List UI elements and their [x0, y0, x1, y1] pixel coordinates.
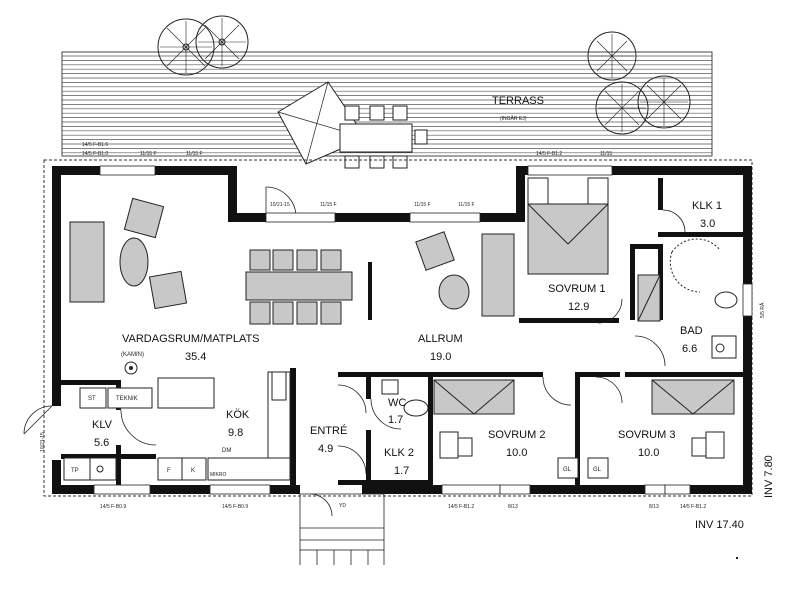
- exterior-walls: [52, 166, 752, 494]
- room-allrum-label: ALLRUM: [418, 333, 463, 345]
- window-label: 11/15 F: [186, 151, 203, 157]
- tree-icon: [157, 15, 249, 76]
- window-label: 14/5 F-B1.2: [448, 504, 474, 510]
- bed-sovrum3: [587, 379, 735, 479]
- terrace-note: (INGÅR EJ): [500, 115, 527, 122]
- room-sovrum1-area: 12.9: [568, 301, 589, 313]
- room-entre-area: 4.9: [318, 443, 333, 455]
- bed-sovrum2: [433, 379, 579, 479]
- window-label: 14/5 F-B0.9: [222, 504, 248, 510]
- room-bad-label: BAD: [680, 325, 703, 337]
- window-label: 14/5 F-B1.0: [82, 151, 108, 157]
- kitchen-units: [63, 371, 291, 481]
- st-label: ST: [88, 396, 96, 402]
- entry-steps: [299, 493, 385, 565]
- room-wc-label: WC: [388, 397, 406, 409]
- window-label: 11/15 F: [458, 202, 475, 208]
- tree-icon: [587, 31, 691, 135]
- dining-table: [245, 249, 372, 325]
- gl-label-sovrum2: GL: [563, 467, 572, 473]
- dimension-width: INV 17.40: [695, 519, 744, 531]
- room-vardagsrum-area: 35.4: [185, 351, 206, 363]
- room-klv-area: 5.6: [94, 437, 109, 449]
- window-label: 14/5 F-B0.9: [100, 504, 126, 510]
- room-kok-area: 9.8: [228, 427, 243, 439]
- door-label: 10/21-15: [40, 432, 46, 452]
- yd-label: YD: [339, 503, 346, 509]
- room-kok-label: KÖK: [226, 409, 250, 421]
- room-labels: VARDAGSRUM/MATPLATS 35.4 (KAMIN) ALLRUM …: [92, 200, 722, 477]
- window-label: 11/15 F: [320, 202, 337, 208]
- dimension-depth: INV 7.80: [763, 455, 775, 498]
- tp-label: TP: [71, 468, 79, 474]
- window-label: 8/13: [649, 504, 659, 510]
- room-entre-label: ENTRÉ: [310, 424, 347, 437]
- fridge-label: F: [167, 468, 171, 474]
- door-swings: [23, 186, 686, 517]
- door-label: 10/21-15: [270, 202, 290, 208]
- windows: [93, 165, 753, 495]
- room-allrum-area: 19.0: [430, 351, 451, 363]
- room-wc-area: 1.7: [388, 414, 403, 426]
- room-vardagsrum-label: VARDAGSRUM/MATPLATS: [122, 333, 260, 345]
- window-label: 14/5 F-B1.2: [680, 504, 706, 510]
- dot-mark: [736, 557, 738, 559]
- room-klk2-area: 1.7: [394, 465, 409, 477]
- room-klk1-label: KLK 1: [692, 200, 722, 212]
- terrace-dining-set: [339, 105, 428, 169]
- window-label: 11/15 F: [140, 151, 157, 157]
- window-label: 11/15: [600, 151, 612, 157]
- terrace-label: TERRASS: [492, 95, 544, 107]
- window-label: 8/13: [508, 504, 518, 510]
- room-klk1-area: 3.0: [700, 218, 715, 230]
- window-label: 11/15 F: [414, 202, 431, 208]
- room-klk2-label: KLK 2: [384, 447, 414, 459]
- teknik-label: TEKNIK: [116, 396, 138, 402]
- window-label: 14/5 F-B1.2: [536, 151, 562, 157]
- kamin-label: (KAMIN): [121, 352, 144, 358]
- room-sovrum1-label: SOVRUM 1: [548, 283, 605, 295]
- allrum-furniture: [415, 231, 515, 317]
- dishwasher-label: DM: [222, 448, 231, 454]
- room-bad-area: 6.6: [682, 343, 697, 355]
- living-room-furniture: [69, 197, 188, 375]
- window-label: 5/5 RÅ: [759, 302, 766, 318]
- freezer-label: K: [191, 468, 195, 474]
- wc-fixtures: [381, 379, 429, 417]
- window-label: 14/5 F-B1.6: [82, 142, 108, 148]
- gl-label-sovrum3: GL: [593, 467, 602, 473]
- microwave-label: MIKRO: [210, 472, 227, 478]
- room-sovrum3-area: 10.0: [638, 447, 659, 459]
- room-sovrum2-area: 10.0: [506, 447, 527, 459]
- bed-sovrum1: [527, 177, 661, 322]
- room-sovrum3-label: SOVRUM 3: [618, 429, 675, 441]
- bathroom-fixtures: [669, 238, 738, 359]
- room-sovrum2-label: SOVRUM 2: [488, 429, 545, 441]
- window-code-labels: 14/5 F-B1.6 14/5 F-B1.0 11/15 F 11/15 F …: [40, 142, 766, 510]
- room-klv-label: KLV: [92, 419, 113, 431]
- fixture-labels: ST TEKNIK TP F K DM MIKRO GL GL YD: [71, 396, 602, 509]
